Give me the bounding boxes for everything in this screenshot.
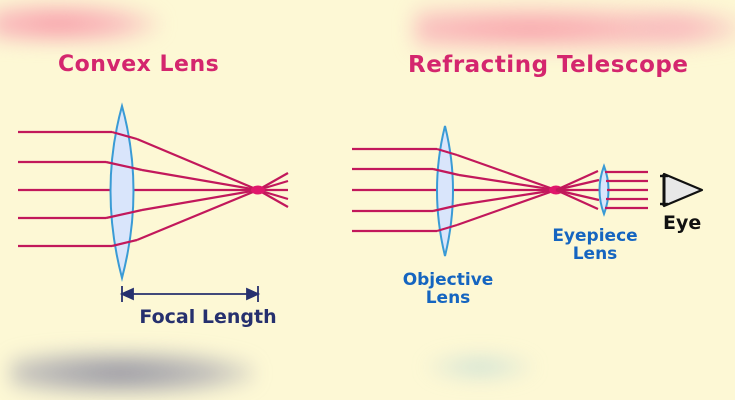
convex-lens-shape [109, 102, 135, 282]
telescope-focal-point [549, 185, 563, 195]
eye-label: Eye [663, 212, 702, 234]
blurred-watermark-top-left [0, 2, 160, 42]
page-title-convex-lens: Convex Lens [58, 52, 220, 77]
objective-lens-label: Objective Lens [402, 270, 494, 308]
convex-incoming-rays [18, 130, 145, 248]
convex-refracted-rays [105, 130, 259, 248]
blurred-watermark-bottom-left [10, 350, 255, 396]
eyepiece-lens-label: Eyepiece Lens [552, 226, 638, 264]
blurred-watermark-top-right-2 [620, 10, 735, 44]
telescope-incoming-rays [352, 147, 461, 233]
focal-length-dimension [119, 286, 261, 302]
telescope-objective-refracted-rays [432, 147, 557, 233]
telescope-diverging-rays [555, 169, 600, 211]
eyepiece-lens-shape [598, 163, 610, 217]
page-title-refracting-telescope: Refracting Telescope [408, 52, 689, 78]
eye-cone-icon [660, 172, 704, 208]
convex-focal-point [251, 185, 265, 195]
objective-lens-shape [436, 125, 454, 257]
blurred-watermark-bottom-mid [425, 352, 535, 382]
blurred-watermark-top-right [415, 6, 735, 48]
convex-lens-panel [18, 102, 289, 302]
telescope-outgoing-rays [605, 170, 648, 210]
convex-diverging-rays [257, 172, 289, 208]
focal-length-label: Focal Length [139, 306, 277, 328]
